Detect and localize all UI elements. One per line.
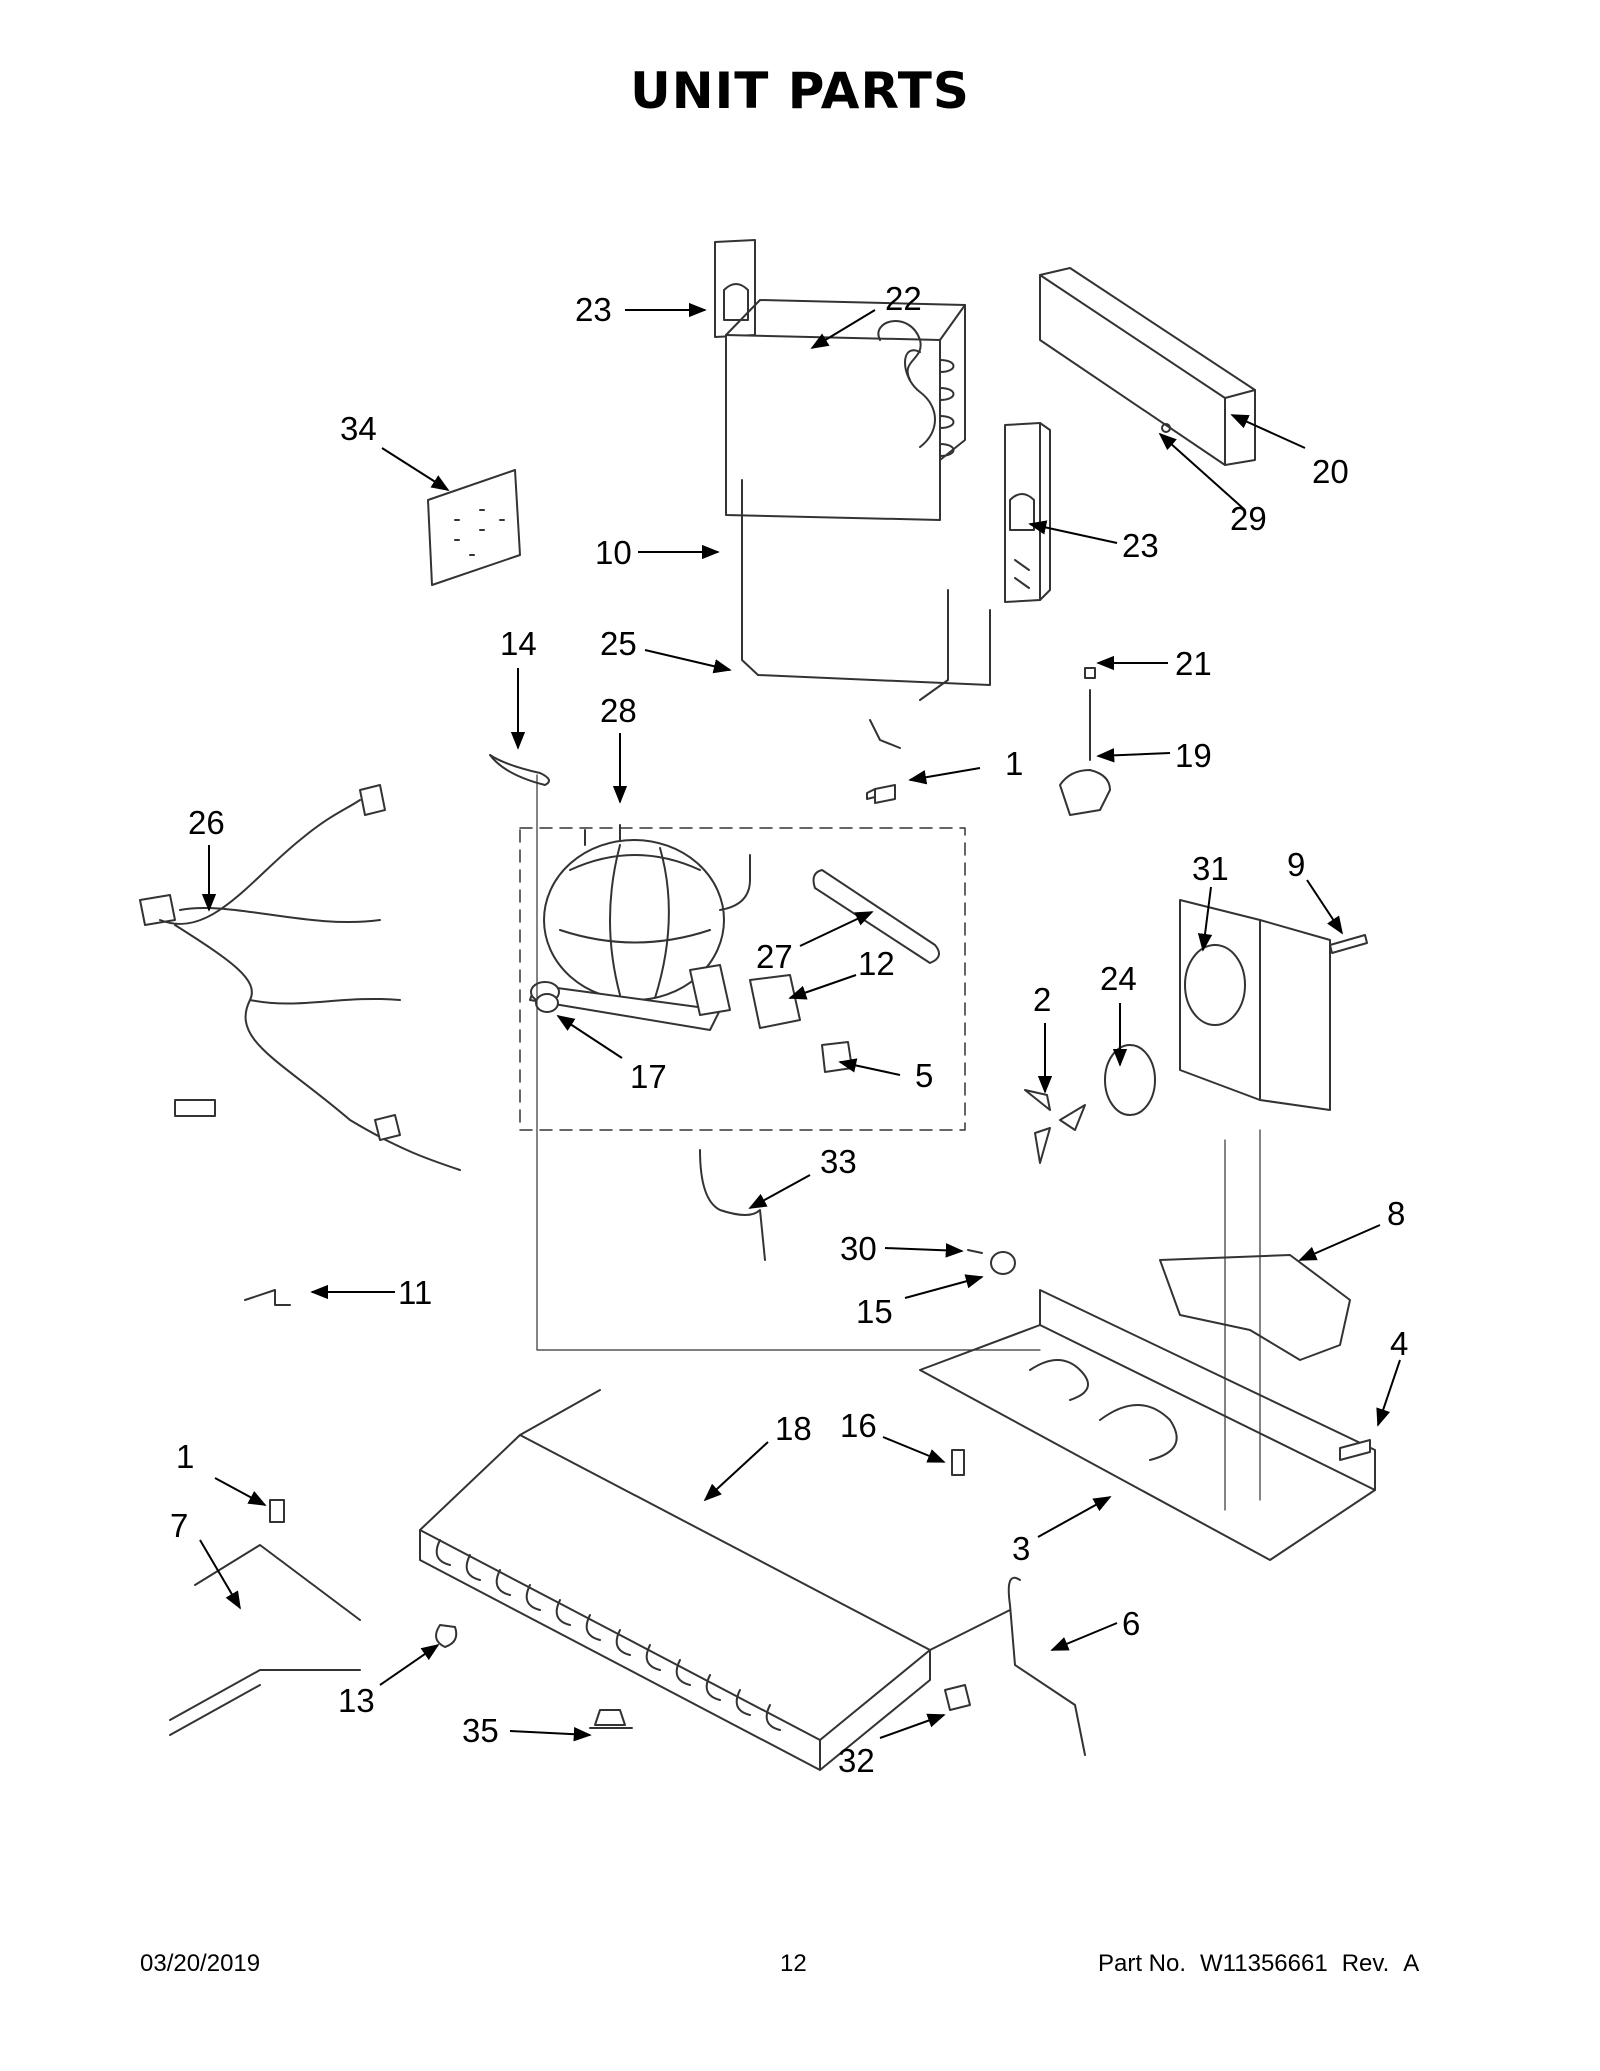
footer-page-number: 12	[780, 1950, 807, 1977]
callout-4: 4	[1390, 1325, 1408, 1362]
grommet-drawing	[535, 993, 559, 1013]
footer-part-info: Part No. W11356661 Rev. A	[1098, 1950, 1433, 1978]
callout-10: 10	[595, 534, 632, 571]
callout-23-top: 23	[575, 291, 612, 328]
callout-8: 8	[1387, 1195, 1405, 1232]
footer-date: 03/20/2019	[140, 1950, 261, 1977]
wire-harness-drawing	[139, 784, 461, 1171]
pin-drawing	[967, 1249, 983, 1254]
callout-14: 14	[500, 625, 537, 662]
callout-1-top: 1	[1005, 745, 1023, 782]
callout-32: 32	[838, 1742, 875, 1779]
compressor-boundary	[519, 827, 966, 1131]
page-title: UNIT PARTS	[630, 62, 970, 120]
fan-blade-drawing	[1024, 1089, 1086, 1164]
callout-5: 5	[915, 1057, 933, 1094]
tube-drawing	[699, 1149, 766, 1261]
strap-drawing	[489, 754, 550, 786]
cap-drawing	[944, 1684, 971, 1711]
fan-motor-drawing	[1104, 1044, 1156, 1116]
callout-18: 18	[775, 1410, 812, 1447]
callout-7: 7	[170, 1507, 188, 1544]
callout-35: 35	[462, 1712, 499, 1749]
control-board-drawing	[427, 469, 521, 586]
rev-label: Rev.	[1341, 1950, 1390, 1977]
callout-16: 16	[840, 1407, 877, 1444]
callout-17: 17	[630, 1058, 667, 1095]
drain-pan-drawing	[1159, 1254, 1351, 1361]
clip-drawing	[244, 1289, 291, 1306]
base-plate-drawing	[919, 1289, 1376, 1561]
drier-drawing	[812, 869, 940, 964]
callout-11: 11	[398, 1274, 432, 1311]
screw-drawing-2	[269, 1499, 285, 1523]
callout-28: 28	[600, 692, 637, 729]
callout-27: 27	[756, 938, 793, 975]
callout-12: 12	[858, 945, 895, 982]
fan-shroud-drawing	[1179, 899, 1331, 1111]
condenser-assembly-drawing	[714, 239, 1051, 749]
cover-drawing	[1039, 267, 1256, 466]
callout-22: 22	[885, 280, 922, 317]
callout-26: 26	[188, 804, 225, 841]
callout-labels: 23 22 34 20 29 10 23 14 25 21 28 1 19 26…	[170, 280, 1408, 1779]
overload-drawing	[821, 1041, 853, 1073]
callout-3: 3	[1012, 1530, 1030, 1567]
screw-drawing	[866, 784, 896, 804]
rod-drawing	[1007, 1576, 1086, 1756]
callout-9: 9	[1287, 846, 1305, 883]
relay-drawing	[749, 974, 801, 1029]
callout-1-bottom: 1	[176, 1438, 194, 1475]
callout-6: 6	[1122, 1605, 1140, 1642]
base-screw-drawing	[951, 1449, 965, 1476]
callout-15: 15	[856, 1293, 893, 1330]
callout-13: 13	[338, 1682, 375, 1719]
callout-20: 20	[1312, 453, 1349, 490]
rev-value: A	[1403, 1950, 1420, 1977]
callout-29: 29	[1230, 500, 1267, 537]
callout-24: 24	[1100, 960, 1137, 997]
part-label: Part No.	[1098, 1950, 1187, 1977]
callout-23-bottom: 23	[1122, 527, 1159, 564]
clip-drawing-2	[435, 1624, 458, 1648]
clamp-drawing	[1059, 667, 1111, 816]
connector-lines	[536, 774, 1261, 1511]
condenser-coil-drawing	[419, 1389, 1011, 1771]
callout-31: 31	[1192, 850, 1229, 887]
sensor-drawing	[589, 1709, 633, 1729]
base-screw-drawing-2	[1339, 1439, 1371, 1461]
part-number: W11356661	[1200, 1950, 1328, 1977]
callout-30: 30	[840, 1230, 877, 1267]
power-harness-drawing	[169, 1544, 361, 1736]
callout-leaders	[199, 302, 1401, 1742]
callout-19: 19	[1175, 737, 1212, 774]
compressor-drawing	[529, 824, 751, 1031]
fan-screw-drawing	[1329, 934, 1368, 954]
callout-25: 25	[600, 625, 637, 662]
grommet-drawing-2	[990, 1251, 1016, 1275]
callout-21: 21	[1175, 645, 1212, 682]
callout-33: 33	[820, 1143, 857, 1180]
callout-34: 34	[340, 410, 377, 447]
callout-2: 2	[1033, 981, 1051, 1018]
